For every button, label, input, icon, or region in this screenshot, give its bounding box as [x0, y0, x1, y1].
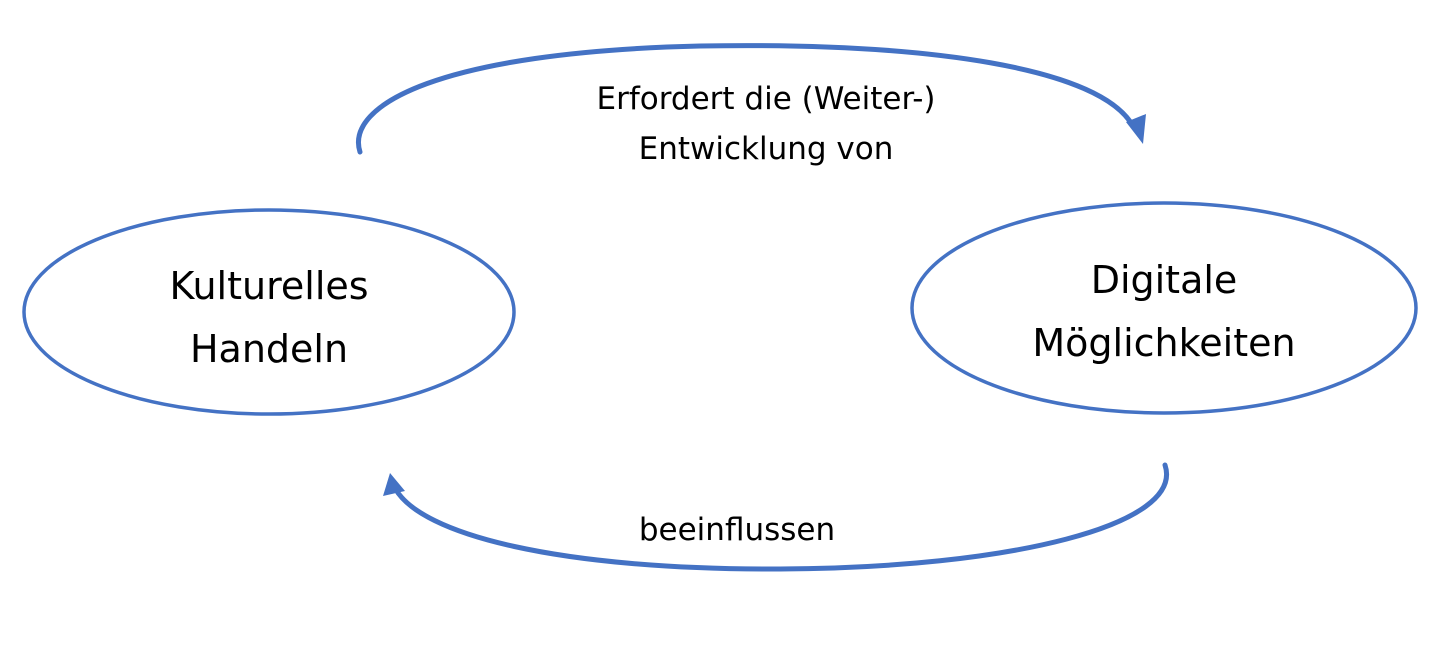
node-kulturelles-handeln: Kulturelles Handeln — [22, 208, 516, 416]
edge-top-label-line2: Entwicklung von — [639, 131, 894, 167]
node-ellipse-right — [910, 201, 1418, 415]
edge-top-arc — [356, 43, 1136, 155]
node-label-right-line1: Digitale — [1091, 258, 1238, 302]
edge-top-arrowhead — [1126, 114, 1146, 144]
node-digitale-moeglichkeiten: Digitale Möglichkeiten — [910, 201, 1418, 415]
node-label-right-line2: Möglichkeiten — [1032, 321, 1295, 365]
node-ellipse-left — [22, 208, 516, 416]
edge-top-label-line1: Erfordert die (Weiter-) — [596, 81, 935, 117]
edge-bottom-arc — [392, 462, 1170, 572]
edge-bottom-label: beeinflussen — [639, 512, 835, 548]
edge-top-arrow: Erfordert die (Weiter-) Entwicklung von — [356, 43, 1146, 167]
node-label-left-line1: Kulturelles — [169, 264, 368, 308]
edge-bottom-arrow: beeinflussen — [383, 462, 1170, 572]
edge-bottom-arrowhead — [383, 473, 405, 496]
node-label-left-line2: Handeln — [190, 327, 348, 371]
